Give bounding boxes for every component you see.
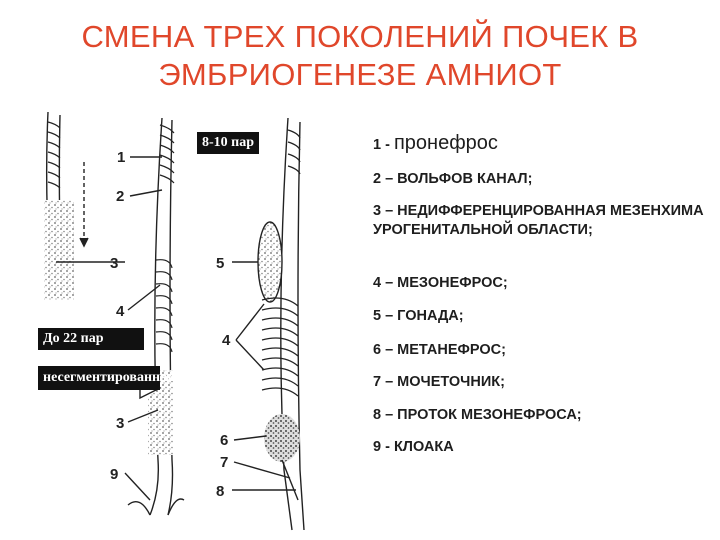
legend-item-7: 7 – МОЧЕТОЧНИК; — [373, 374, 505, 390]
label-3b: 3 — [116, 415, 124, 432]
dashed-arrow-head — [79, 237, 89, 248]
pointer-3b — [127, 409, 159, 423]
tag-8-10-pairs: 8-10 пар — [197, 132, 260, 154]
legend-item-6: 6 – МЕТАНЕФРОС; — [373, 342, 506, 358]
legend-item-4: 4 – МЕЗОНЕФРОС; — [373, 275, 508, 291]
stage2-mesonephric-duct — [297, 121, 305, 531]
stage2-pronephric-remnant — [287, 129, 301, 175]
slide-title: СМЕНА ТРЕХ ПОКОЛЕНИЙ ПОЧЕК В ЭМБРИОГЕНЕЗ… — [0, 18, 720, 94]
stage1-labels: 1 2 3 4 3 9 — [110, 149, 125, 483]
legend-item-1-text: пронефрос — [393, 132, 498, 154]
label-7: 7 — [220, 454, 228, 471]
metanephros — [264, 414, 300, 462]
pointer-4a — [127, 284, 161, 311]
tag-up-to-22-pairs: До 22 пар — [38, 328, 144, 350]
pointer-4b-upper — [235, 303, 265, 341]
label-3a: 3 — [110, 255, 118, 272]
title-line-2: ЭМБРИОГЕНЕЗЕ АМНИОТ — [158, 57, 562, 92]
pointer-7 — [233, 461, 291, 479]
pointer-4b-lower — [235, 339, 265, 371]
pointer-6 — [233, 435, 267, 441]
stage2-outline — [280, 117, 293, 531]
stage1-drawing — [44, 111, 185, 516]
legend-item-3: 3 – НЕДИФФЕРЕНЦИРОВАННАЯ МЕЗЕНХИМА УРОГЕ… — [373, 203, 704, 238]
stage2-drawing — [232, 117, 305, 531]
stage1b-pronephric-tubules — [159, 124, 175, 184]
label-9: 9 — [110, 466, 118, 483]
tag-nonsegmented: несегментированная — [38, 366, 175, 390]
legend-item-8: 8 – ПРОТОК МЕЗОНЕФРОСА; — [373, 407, 582, 423]
stage1b-mesonephric-tubules — [155, 259, 173, 353]
label-1: 1 — [117, 149, 125, 166]
gonad — [257, 221, 283, 303]
legend-item-5: 5 – ГОНАДА; — [373, 308, 464, 324]
stage1a-pronephric-tubules — [47, 121, 61, 189]
stage1b-outline — [149, 117, 163, 516]
label-6: 6 — [220, 432, 228, 449]
pointer-2 — [129, 189, 163, 197]
pointer-9 — [124, 472, 151, 501]
title-line-1: СМЕНА ТРЕХ ПОКОЛЕНИЙ ПОЧЕК В — [81, 19, 639, 54]
label-4a: 4 — [116, 303, 125, 320]
cloaca-right — [167, 498, 185, 516]
label-8: 8 — [216, 483, 224, 500]
stage2-mesonephric-tubules — [261, 297, 299, 397]
stage2-labels: 5 4 6 7 8 — [216, 255, 231, 500]
ureter — [281, 459, 299, 501]
legend-item-1: 1 - пронефрос — [373, 132, 713, 155]
cloaca-left — [127, 501, 151, 516]
legend-item-1-number: 1 - — [373, 137, 390, 153]
label-5: 5 — [216, 255, 224, 272]
label-4b: 4 — [222, 332, 231, 349]
legend-item-9: 9 - КЛОАКА — [373, 439, 454, 455]
legend-item-2: 2 – ВОЛЬФОВ КАНАЛ; — [373, 171, 533, 187]
stage1a-mesenchyme — [44, 200, 74, 300]
label-2: 2 — [116, 188, 124, 205]
